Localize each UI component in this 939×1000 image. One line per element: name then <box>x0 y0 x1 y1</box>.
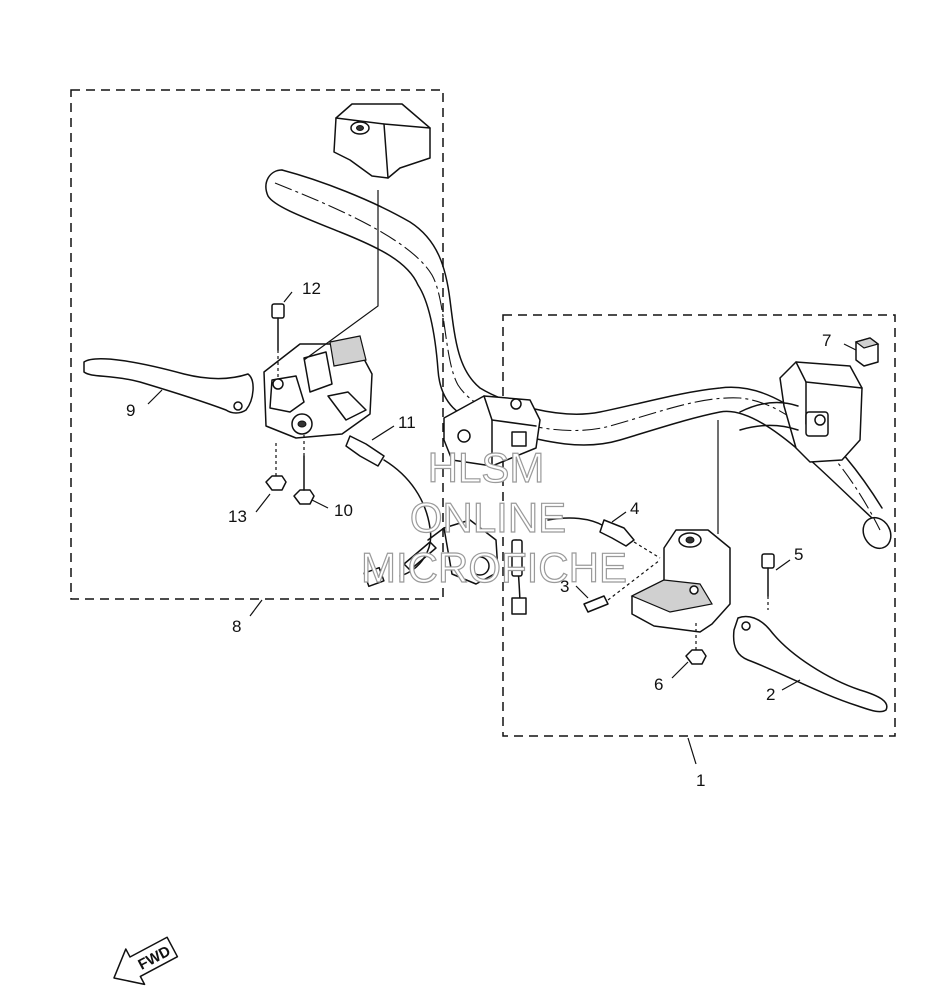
callout-7: 7 <box>822 331 831 350</box>
holder-cap <box>333 103 431 179</box>
callout-8: 8 <box>232 617 241 636</box>
handlebar-clamp <box>443 395 541 467</box>
right-lever <box>732 615 888 713</box>
callout-4: 4 <box>630 499 639 518</box>
left-nut-13 <box>265 440 287 491</box>
group-box-8 <box>70 89 444 600</box>
callout-2: 2 <box>766 685 775 704</box>
switch-button-7 <box>854 337 880 367</box>
callout-leaders <box>147 291 857 765</box>
right-screw-3 <box>583 559 661 613</box>
callout-13: 13 <box>228 507 247 526</box>
right-lever-holder <box>630 420 731 633</box>
callout-12: 12 <box>302 279 321 298</box>
callout-9: 9 <box>126 401 135 420</box>
left-bolt-12 <box>271 303 285 378</box>
callout-11: 11 <box>398 413 416 432</box>
watermark-line-3: MICROFICHE <box>361 544 627 591</box>
callout-1: 1 <box>696 771 705 790</box>
left-lever <box>83 358 254 414</box>
right-bolt-5 <box>761 553 775 610</box>
switch-cable-4 <box>511 517 661 615</box>
left-lever-holder <box>263 190 379 439</box>
group-box-1 <box>502 314 896 737</box>
left-bolt-10 <box>293 432 315 505</box>
watermark: HLSM ONLINE MICROFICHE <box>360 443 627 591</box>
right-switch-housing <box>739 361 863 463</box>
fwd-arrow: FWD <box>113 936 179 986</box>
callout-10: 10 <box>334 501 353 520</box>
callout-5: 5 <box>794 545 803 564</box>
callout-6: 6 <box>654 675 663 694</box>
callout-3: 3 <box>560 577 569 596</box>
watermark-line-1: HLSM <box>428 444 545 491</box>
right-nut-6 <box>685 620 707 665</box>
switch-cable-11 <box>345 435 432 588</box>
watermark-line-2: ONLINE <box>410 494 566 541</box>
